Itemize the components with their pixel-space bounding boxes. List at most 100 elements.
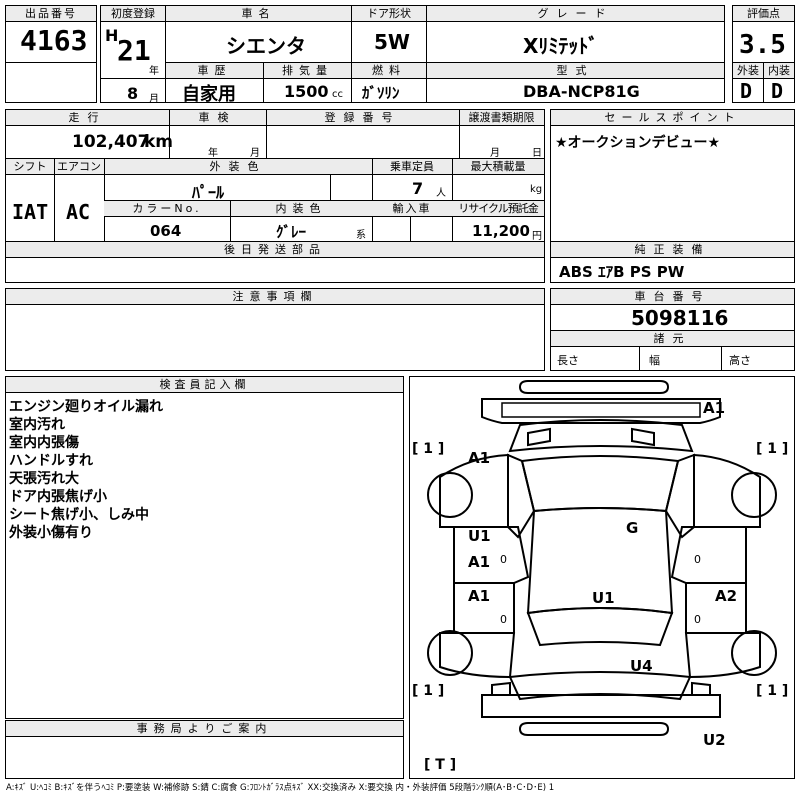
notes-label: 注意事項欄 xyxy=(6,289,544,305)
first-reg-box: 初度登録 H 21 年 8 月 xyxy=(100,5,166,105)
lot-value: 4163 xyxy=(20,24,88,57)
score: 3.5 xyxy=(739,30,786,60)
chassis-box: 車台番号 5098116 諸元 長さ 幅 高さ xyxy=(550,288,795,371)
exterior-box: 外装 D xyxy=(732,62,764,103)
model: DBA-NCP81G xyxy=(523,82,640,101)
bracket-label: [ 1 ] xyxy=(756,441,789,457)
sales-point-text: ★オークションデビュー★ xyxy=(555,135,721,151)
inspector-note: 天張汚れ大 xyxy=(9,471,79,487)
lot-blank xyxy=(5,62,97,103)
score-label: 評価点 xyxy=(733,6,794,22)
interior-label: 内装 xyxy=(764,63,794,79)
doors-label: ドア形状 xyxy=(352,6,426,22)
damage-mark: U1 xyxy=(468,527,491,545)
damage-mark: A2 xyxy=(715,587,738,605)
import-label: 輸入車 xyxy=(372,201,452,217)
spec-width: 幅 xyxy=(649,354,660,367)
recycle-unit: 円 xyxy=(532,231,542,242)
damage-mark: U2 xyxy=(703,731,726,749)
notes-box: 注意事項欄 xyxy=(5,288,545,371)
exterior: D xyxy=(740,79,753,103)
era: H xyxy=(105,26,119,45)
equipment-box: 純正装備 ABS ｴｱB PS PW xyxy=(550,241,795,283)
damage-mark: A1 xyxy=(703,399,726,417)
year-unit: 年 xyxy=(149,66,159,77)
equipment-label: 純正装備 xyxy=(551,242,794,258)
legend-text: A:ｷｽﾞ U:ﾍｺﾐ B:ｷｽﾞを伴うﾍｺﾐ P:要塗装 W:補修跡 S:錆 … xyxy=(6,783,555,793)
interior-box: 内装 D xyxy=(763,62,795,103)
inspector-label: 検査員記入欄 xyxy=(6,377,403,393)
mileage-label: 走行 xyxy=(6,110,169,126)
int-color: ｸﾞﾚｰ xyxy=(276,223,307,241)
history-label: 車歴 xyxy=(166,63,263,79)
grade-box: グレード Xﾘﾐﾃｯﾄﾞ xyxy=(426,5,725,63)
grade-label: グレード xyxy=(427,6,724,22)
capacity-unit: 人 xyxy=(436,188,446,199)
color-no: 064 xyxy=(150,222,182,240)
ext-color: ﾊﾟｰﾙ xyxy=(192,183,225,202)
fuel-box: 燃料 ｶﾞｿﾘﾝ xyxy=(351,62,427,103)
inspector-note: 室内汚れ xyxy=(9,417,65,433)
inspector-note: エンジン廻りオイル漏れ xyxy=(9,399,163,415)
capacity-label: 乗車定員 xyxy=(372,159,452,175)
chassis-number: 5098116 xyxy=(631,306,729,330)
shift: IAT xyxy=(12,200,49,224)
insp-month-unit: 月 xyxy=(250,148,260,159)
lot-box: 出品番号 4163 xyxy=(5,5,97,63)
displacement-unit: cc xyxy=(332,89,343,100)
transfer-day-unit: 日 xyxy=(532,148,542,159)
spec-length: 長さ xyxy=(557,354,579,367)
later-parts-label: 後日発送部品 xyxy=(6,242,544,258)
office-label: 事務局よりご案内 xyxy=(6,721,403,737)
zero-mark: 0 xyxy=(500,613,507,626)
recycle: 11,200 xyxy=(472,222,530,240)
fuel: ｶﾞｿﾘﾝ xyxy=(362,84,400,102)
lot-label: 出品番号 xyxy=(6,6,96,22)
inspector-note: 室内内張傷 xyxy=(9,435,79,451)
bracket-label: [ 1 ] xyxy=(412,441,445,457)
spec-height: 高さ xyxy=(729,354,751,367)
max-load-label: 最大積載量 xyxy=(452,159,544,175)
sales-point-label: セールスポイント xyxy=(551,110,794,126)
reg-year: 21 xyxy=(117,34,151,67)
recycle-label: リサイクル預託金 xyxy=(452,201,544,217)
inspector-box: 検査員記入欄 エンジン廻りオイル漏れ 室内汚れ 室内内張傷 ハンドルすれ 天張汚… xyxy=(5,376,404,719)
car-name-box: 車名 シエンタ xyxy=(165,5,352,63)
color-no-label: カラーNo. xyxy=(104,201,230,217)
doors: 5W xyxy=(374,30,410,54)
grade: Xﾘﾐﾃｯﾄﾞ xyxy=(523,34,599,58)
bracket-label: [ 1 ] xyxy=(412,683,445,699)
inspector-note: 外装小傷有り xyxy=(9,525,93,541)
inspection-label: 車検 xyxy=(169,110,266,126)
ac-label: エアコン xyxy=(54,159,104,175)
max-load-unit: kg xyxy=(530,184,543,195)
zero-mark: 0 xyxy=(694,613,701,626)
car-outline xyxy=(427,380,777,736)
damage-mark: G xyxy=(626,519,639,537)
ac: AC xyxy=(66,200,91,224)
reg-no-label: 登録番号 xyxy=(266,110,459,126)
score-box: 評価点 3.5 xyxy=(732,5,795,63)
int-color-unit: 系 xyxy=(356,230,366,241)
ext-color-label: 外装色 xyxy=(104,159,372,175)
spec-label: 諸元 xyxy=(551,331,794,347)
int-color-label: 内装色 xyxy=(230,201,372,217)
damage-mark: U4 xyxy=(630,657,653,675)
displacement-label: 排気量 xyxy=(264,63,351,79)
exterior-label: 外装 xyxy=(733,63,763,79)
equipment-text: ABS ｴｱB PS PW xyxy=(559,263,685,281)
displacement: 1500 xyxy=(284,82,329,101)
displacement-box: 排気量 1500 cc xyxy=(263,62,352,103)
model-label: 型式 xyxy=(427,63,724,79)
bracket-label: [ T ] xyxy=(424,757,457,773)
inspector-note: ハンドルすれ xyxy=(9,453,93,469)
mileage-unit: km xyxy=(144,132,174,152)
chassis-label: 車台番号 xyxy=(551,289,794,305)
mileage: 102,407 xyxy=(72,132,150,152)
first-reg-label: 初度登録 xyxy=(101,6,165,22)
capacity: 7 xyxy=(412,179,424,198)
zero-mark: 0 xyxy=(500,553,507,566)
doors-box: ドア形状 5W xyxy=(351,5,427,63)
office-box: 事務局よりご案内 xyxy=(5,720,404,779)
inspector-note: シート焦げ小、しみ中 xyxy=(9,507,149,523)
